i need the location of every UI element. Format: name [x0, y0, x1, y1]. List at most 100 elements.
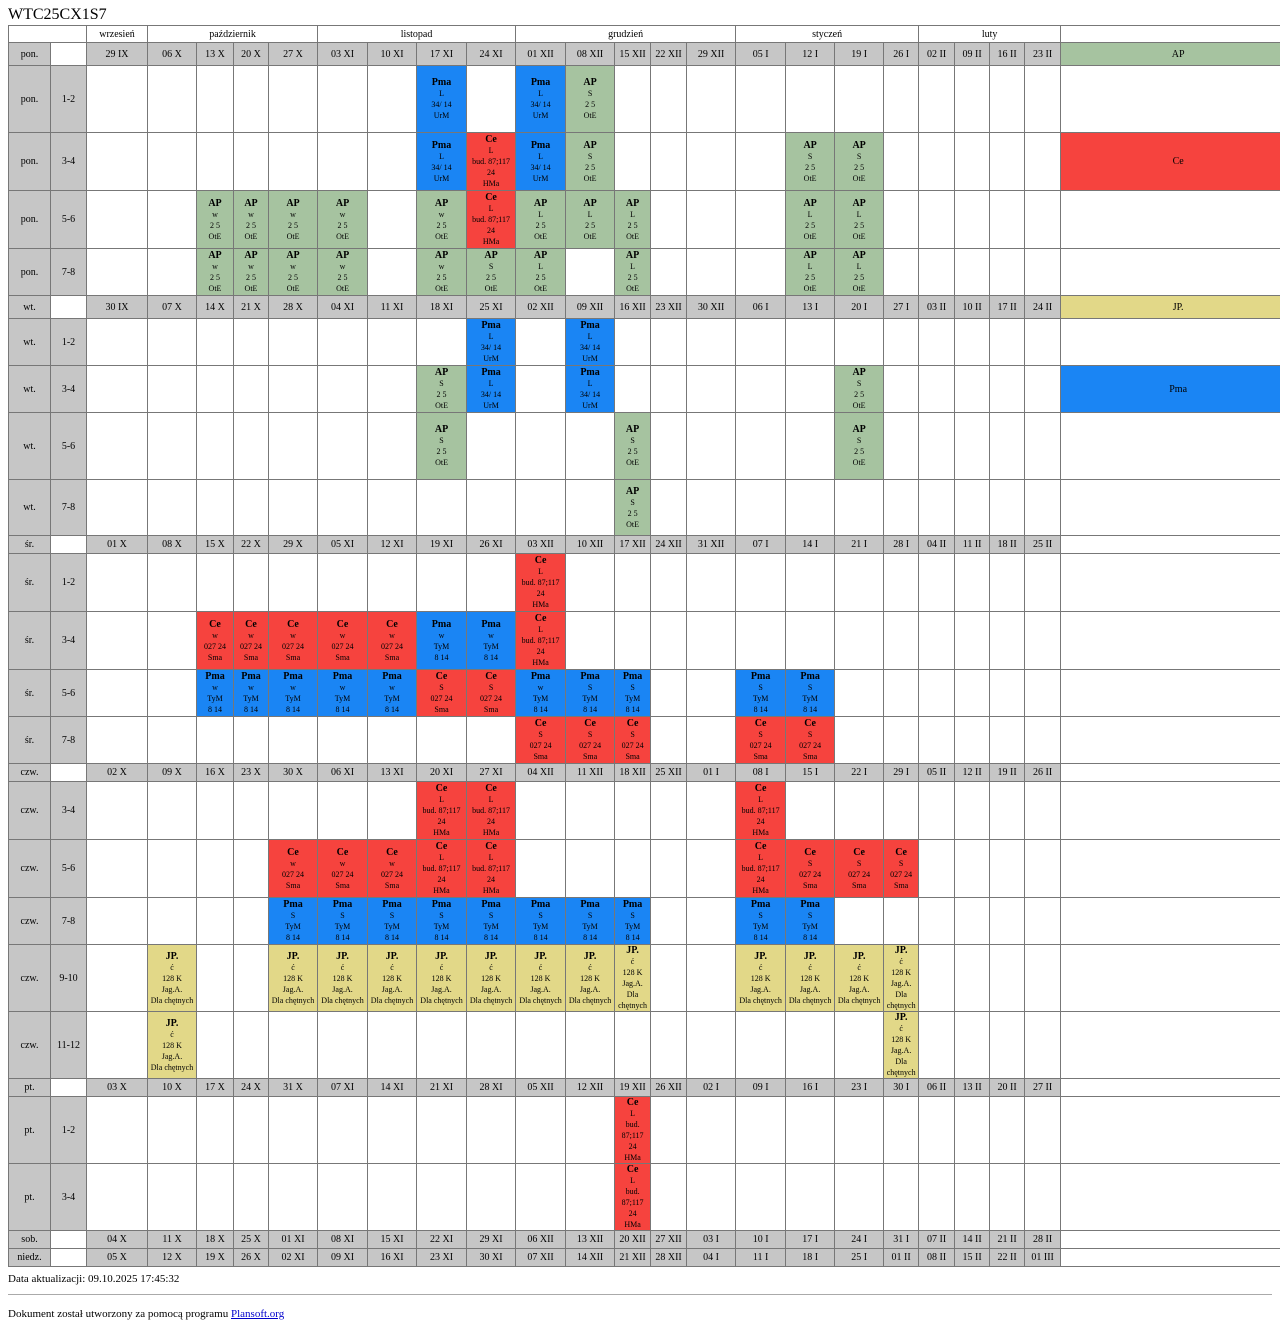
- plansoft-link[interactable]: Plansoft.org: [231, 1308, 284, 1320]
